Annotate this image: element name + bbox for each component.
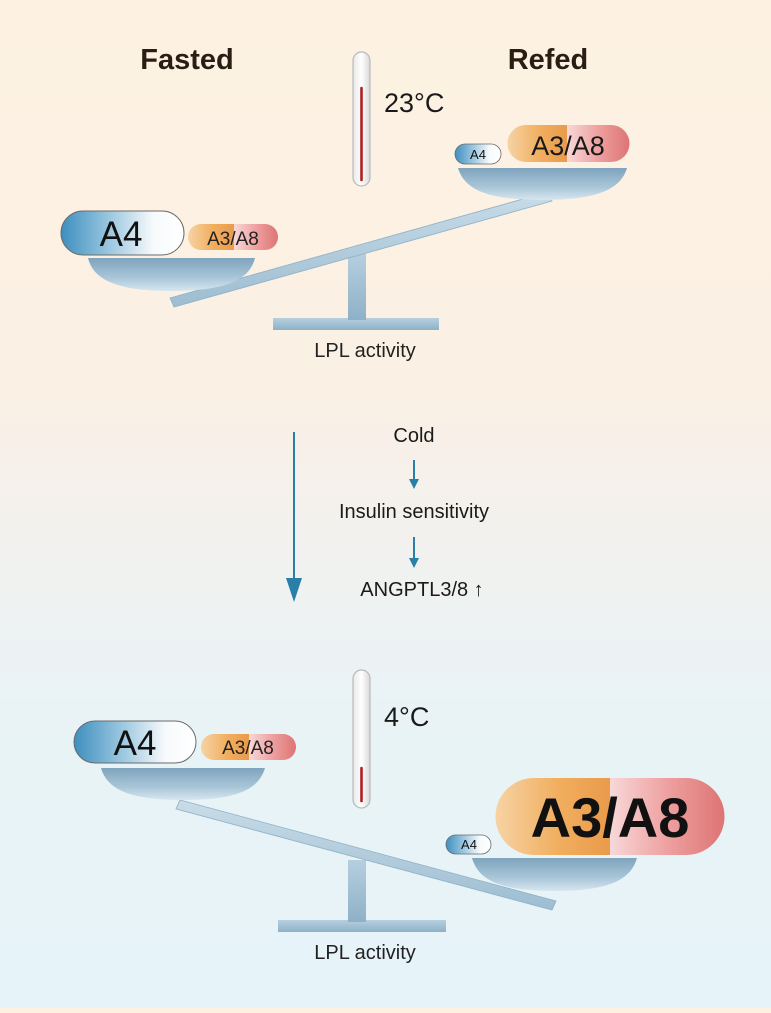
top-left-a3a8-pill: A3/A8 — [188, 224, 278, 250]
cascade-step-cold: Cold — [393, 425, 434, 447]
bottom-lpl-activity-label: LPL activity — [314, 942, 416, 964]
top-right-a4-pill: A4 — [454, 143, 502, 165]
top-right-a3a8-pill: A3/A8 — [507, 125, 630, 162]
bottom-left-pan — [101, 768, 265, 800]
bottom-temperature-label: 4°C — [384, 702, 429, 732]
cascade-arrow-1-icon — [409, 460, 419, 489]
bottom-scale-post — [348, 860, 366, 922]
top-right-a3a8-label: A3/A8 — [531, 131, 605, 161]
top-left-pan — [88, 258, 255, 291]
bottom-left-a3a8-pill: A3/A8 — [201, 734, 296, 760]
cascade-step-angptl: ANGPTL3/8 ↑ — [360, 579, 483, 601]
bottom-right-a3a8-pill: A3/A8 — [495, 778, 725, 855]
top-lpl-activity-label: LPL activity — [314, 340, 416, 362]
top-scale-beam — [169, 191, 553, 308]
top-thermometer-icon — [352, 51, 371, 187]
top-seesaw — [88, 168, 627, 330]
long-down-arrow-icon — [286, 432, 302, 602]
top-left-a4-pill: A4 — [60, 210, 185, 256]
bottom-scale-beam — [175, 799, 557, 911]
bottom-right-pan — [472, 858, 637, 891]
bottom-right-a3a8-label: A3/A8 — [531, 786, 690, 849]
top-left-a4-label: A4 — [100, 215, 143, 254]
bottom-left-a3a8-label: A3/A8 — [222, 738, 274, 759]
bottom-right-a4-label: A4 — [461, 837, 477, 852]
top-right-a4-label: A4 — [470, 147, 486, 162]
bottom-left-a4-label: A4 — [114, 724, 157, 763]
bottom-scale-base — [278, 920, 446, 932]
top-left-a3a8-label: A3/A8 — [207, 229, 259, 250]
bottom-seesaw — [101, 768, 637, 932]
bottom-left-a4-pill: A4 — [73, 720, 197, 764]
bottom-thermometer-icon — [352, 669, 371, 809]
top-scale-post — [348, 254, 366, 320]
top-right-pan — [458, 168, 627, 200]
top-scale-base — [273, 318, 439, 330]
cascade-arrow-2-icon — [409, 537, 419, 568]
refed-header: Refed — [508, 44, 589, 76]
bottom-right-a4-pill: A4 — [445, 834, 492, 855]
top-temperature-label: 23°C — [384, 88, 444, 118]
fasted-header: Fasted — [140, 44, 233, 76]
cascade-step-insulin: Insulin sensitivity — [339, 501, 489, 523]
